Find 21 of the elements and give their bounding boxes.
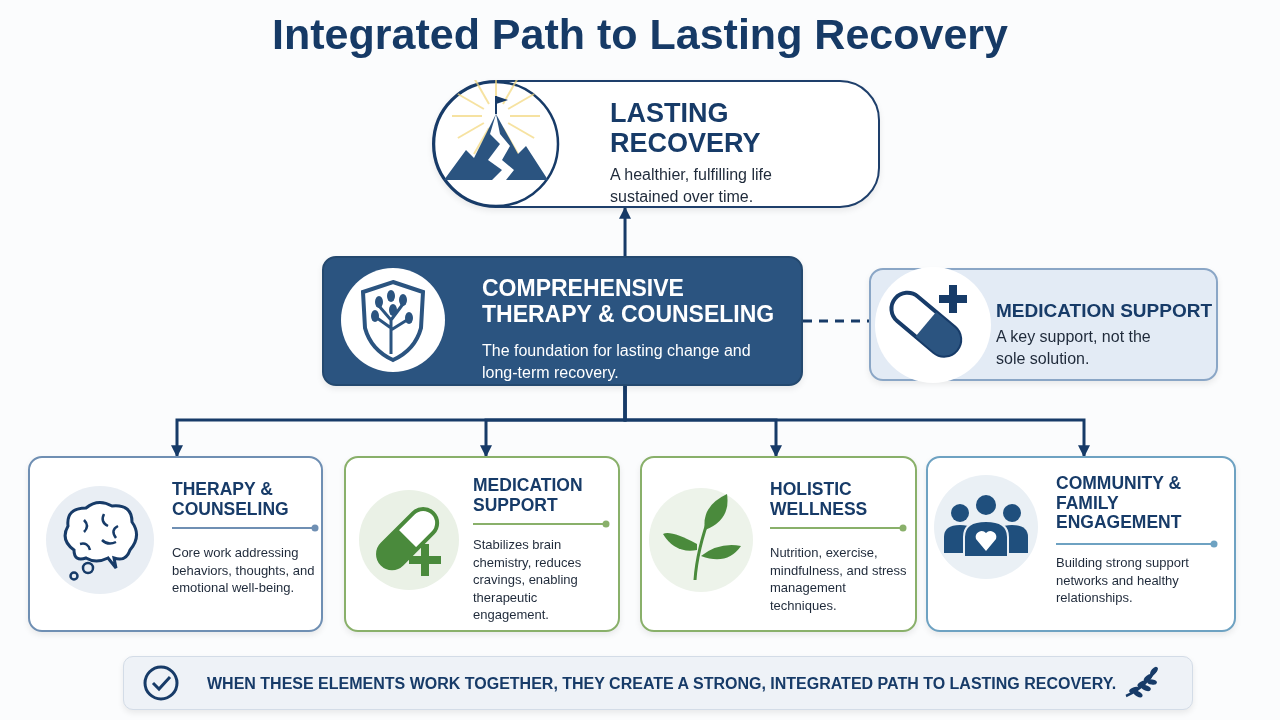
heading: THERAPY & COUNSELING	[172, 480, 290, 520]
description: A key support, not the sole solution.	[996, 327, 1152, 369]
rounded-box	[432, 80, 880, 208]
heading: MEDICATION SUPPORT	[996, 300, 1214, 322]
heading: COMMUNITY & FAMILY ENGAGEMENT	[1056, 474, 1183, 533]
heading: HOLISTIC WELLNESS	[770, 480, 869, 520]
description: Core work addressing behaviors, thoughts, and emotional well-being.	[172, 544, 316, 597]
description: A healthier, fulfilling life sustained over time.	[610, 165, 773, 207]
arrow	[619, 206, 632, 256]
heading: COMPREHENSIVE THERAPY & COUNSELING	[482, 276, 776, 328]
description: Building strong support networks and healthy relationships.	[1056, 554, 1190, 607]
summary-banner	[123, 656, 1193, 710]
heading: LASTING RECOVERY	[610, 98, 762, 159]
arrow	[623, 386, 1090, 458]
description: Nutrition, exercise, mindfulness, and stress management techniques.	[770, 544, 908, 615]
title: Integrated Path to Lasting Recovery	[271, 10, 1009, 59]
dashed-connector	[803, 319, 869, 323]
heading: MEDICATION SUPPORT	[473, 476, 584, 516]
description: The foundation for lasting change and long-term recovery.	[482, 341, 752, 383]
description: Stabilizes brain chemistry, reduces cravings, enabling therapeutic engagement.	[473, 536, 583, 624]
summary-text: WHEN THESE ELEMENTS WORK TOGETHER, THEY CREATE A STRONG, INTEGRATED PATH TO LASTING RECOVERY.	[207, 675, 1118, 693]
